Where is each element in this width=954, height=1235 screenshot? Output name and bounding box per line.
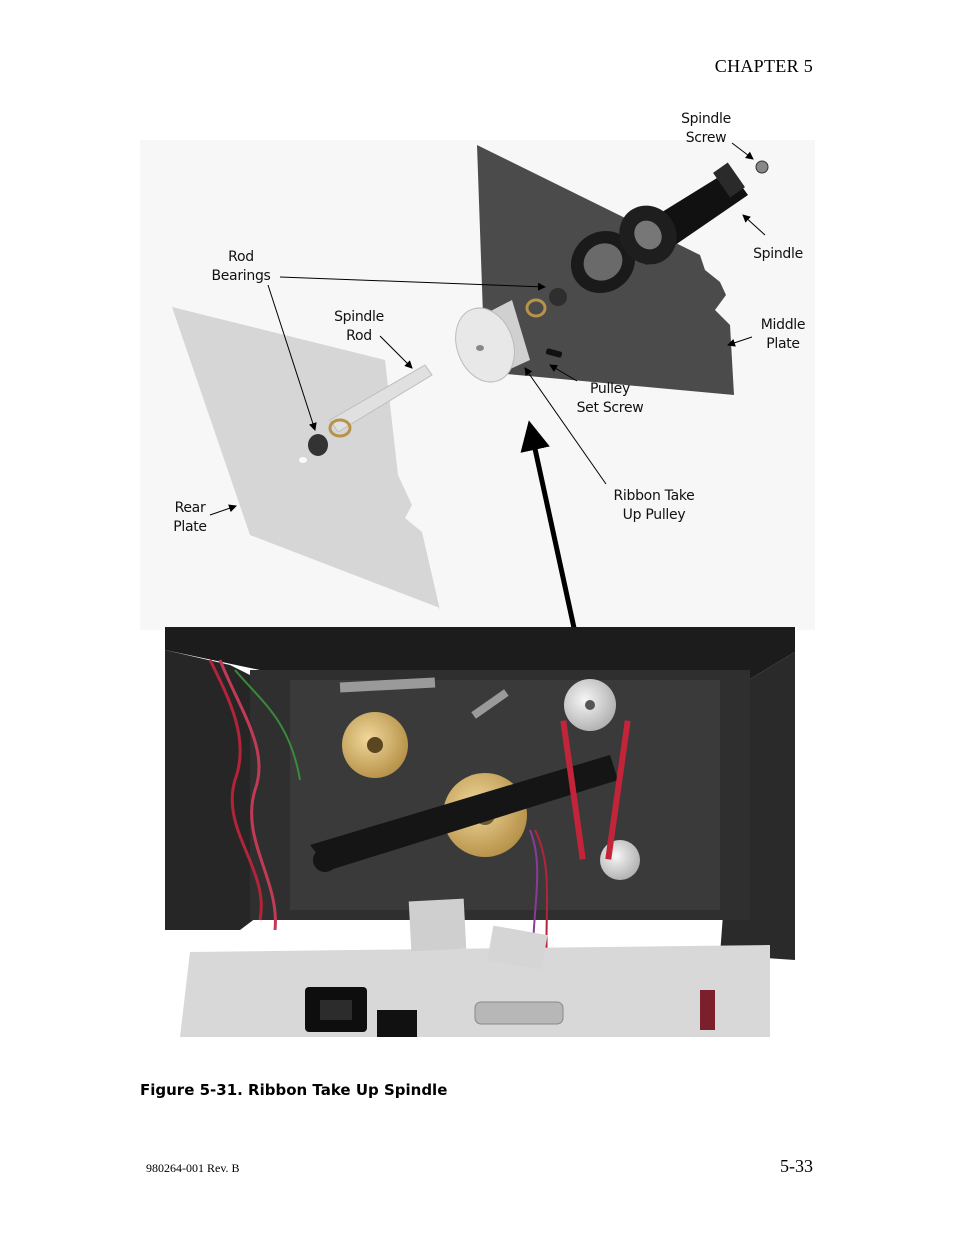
big-arrow [520,420,584,661]
ribbon-take-up-pulley-part [455,300,530,383]
label-spindle-screw: Spindle Screw [681,111,731,146]
figure-illustration [140,140,815,1037]
rod-bearing-middle [549,288,567,306]
page-number: 5-33 [780,1156,813,1176]
rod-bearing-rear [308,434,328,456]
label-ribbon-take-up-pulley: Ribbon Take Up Pulley [613,488,695,523]
printer-photo [165,627,797,1037]
spindle-assembly [570,160,769,294]
label-spindle: Spindle [753,246,803,262]
label-pulley-set-screw: Pulley Set Screw [576,381,644,416]
pulley-set-screw-part [545,348,563,358]
rear-plate-hole [299,457,307,463]
document-number: 980264-001 Rev. B [146,1161,240,1175]
spindle-screw-part [755,160,769,174]
label-middle-plate: Middle Plate [760,317,806,352]
label-rear-plate: Rear Plate [173,500,207,535]
label-spindle-rod: Spindle Rod [334,309,384,344]
figure-ribbon-take-up-spindle: Spindle Screw Spindle Rod Bearings Spind… [140,111,815,1037]
chapter-header: CHAPTER 5 [714,56,813,76]
spindle-rod-part [328,364,433,438]
leader-lines [209,142,766,516]
figure-caption: Figure 5-31. Ribbon Take Up Spindle [140,1081,448,1099]
label-rod-bearings: Rod Bearings [211,249,271,284]
